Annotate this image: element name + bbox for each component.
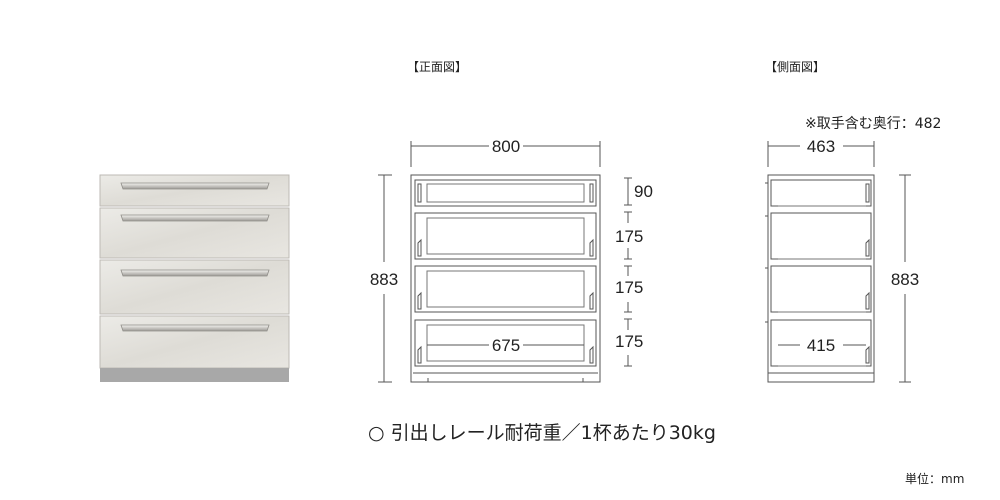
plinth bbox=[100, 368, 289, 382]
unit-note: 単位：mm bbox=[905, 472, 965, 486]
drawer-1-panel bbox=[99, 174, 290, 207]
side-view-title: 【側面図】 bbox=[765, 60, 826, 74]
side-depth-label: 463 bbox=[807, 137, 835, 156]
drawer-2-height-label: 175 bbox=[615, 227, 643, 246]
front-view-title: 【正面図】 bbox=[407, 60, 468, 74]
side-height-label: 883 bbox=[891, 270, 919, 289]
drawer-height-dimensions bbox=[624, 177, 632, 367]
front-drawer-4 bbox=[414, 319, 597, 367]
drawer-4-handle bbox=[120, 324, 270, 332]
drawer-3-height-label: 175 bbox=[615, 278, 643, 297]
side-inner-depth-label: 415 bbox=[807, 336, 835, 355]
product-photo bbox=[99, 174, 290, 382]
front-drawer-3 bbox=[414, 265, 597, 313]
side-cabinet-outline bbox=[767, 174, 875, 383]
drawer-4-height-label: 175 bbox=[615, 332, 643, 351]
front-view-drawing bbox=[410, 174, 601, 383]
side-depth-dimension bbox=[767, 141, 875, 167]
front-width-dimension bbox=[410, 141, 601, 167]
front-drawer-1 bbox=[414, 179, 597, 207]
side-view-drawing bbox=[765, 174, 875, 383]
drawer-4-panel bbox=[99, 315, 290, 369]
drawer-2-handle bbox=[120, 214, 270, 222]
front-height-label: 883 bbox=[370, 270, 398, 289]
depth-with-handle-note: ※取手含む奥行：482 bbox=[805, 116, 942, 132]
front-drawer-2 bbox=[414, 212, 597, 260]
drawer-1-height-label: 90 bbox=[634, 182, 653, 201]
inner-width-label: 675 bbox=[492, 336, 520, 355]
rail-load-note: ○ 引出しレール耐荷重／1杯あたり30kg bbox=[368, 422, 716, 444]
front-height-dimension bbox=[378, 174, 392, 383]
side-height-dimension bbox=[899, 174, 911, 383]
front-cabinet-outline bbox=[410, 174, 601, 383]
drawer-3-panel bbox=[99, 259, 290, 315]
drawer-3-handle bbox=[120, 269, 270, 277]
drawer-1-handle bbox=[120, 182, 270, 190]
front-width-label: 800 bbox=[492, 137, 520, 156]
